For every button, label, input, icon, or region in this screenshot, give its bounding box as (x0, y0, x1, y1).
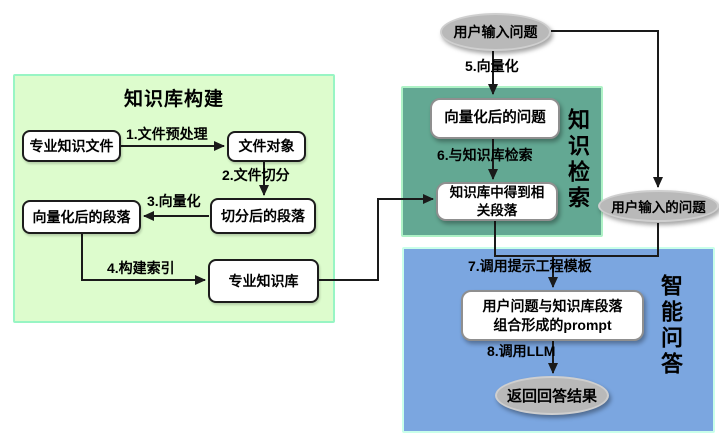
node-knowledge-base: 专业知识库 (208, 259, 319, 303)
label-step5-vectorize: 5.向量化 (465, 58, 519, 74)
ellipse-user-input-question-copy: 用户输入的问题 (598, 190, 719, 222)
panel-retrieval-title: 知识检索 (565, 108, 590, 212)
node-file-object: 文件对象 (227, 131, 306, 162)
ellipse-user-input-question: 用户输入问题 (440, 13, 551, 51)
label-step3-vectorize: 3.向量化 (147, 193, 201, 209)
ellipse-answer-result: 返回回答结果 (495, 376, 609, 415)
node-split-paragraphs: 切分后的段落 (210, 198, 316, 234)
label-step7-prompt-template: 7.调用提示工程模板 (468, 258, 592, 274)
edge-user-to-right (551, 30, 663, 188)
node-knowledge-files: 专业知识文件 (22, 130, 121, 162)
edge-merge-connector (494, 221, 659, 257)
label-step2-split: 2.文件切分 (222, 167, 290, 183)
label-step6-retrieve: 6.与知识库检索 (437, 147, 533, 163)
label-step4-build-index: 4.构建索引 (107, 260, 175, 276)
edge-step4 (81, 234, 206, 285)
edge-kb-to-retrieved (319, 194, 434, 281)
label-step8-call-llm: 8.调用LLM (487, 343, 556, 359)
label-step1-preprocess: 1.文件预处理 (126, 126, 208, 142)
node-retrieved-paragraphs: 知识库中得到相 关段落 (436, 182, 558, 221)
node-vectorized-paragraphs: 向量化后的段落 (22, 200, 141, 234)
panel-qa-title: 智能问答 (658, 274, 683, 378)
panel-kb-title: 知识库构建 (123, 89, 224, 110)
node-combined-prompt: 用户问题与知识库段落 组合形成的prompt (461, 290, 644, 341)
node-vectorized-question: 向量化后的问题 (430, 98, 560, 139)
